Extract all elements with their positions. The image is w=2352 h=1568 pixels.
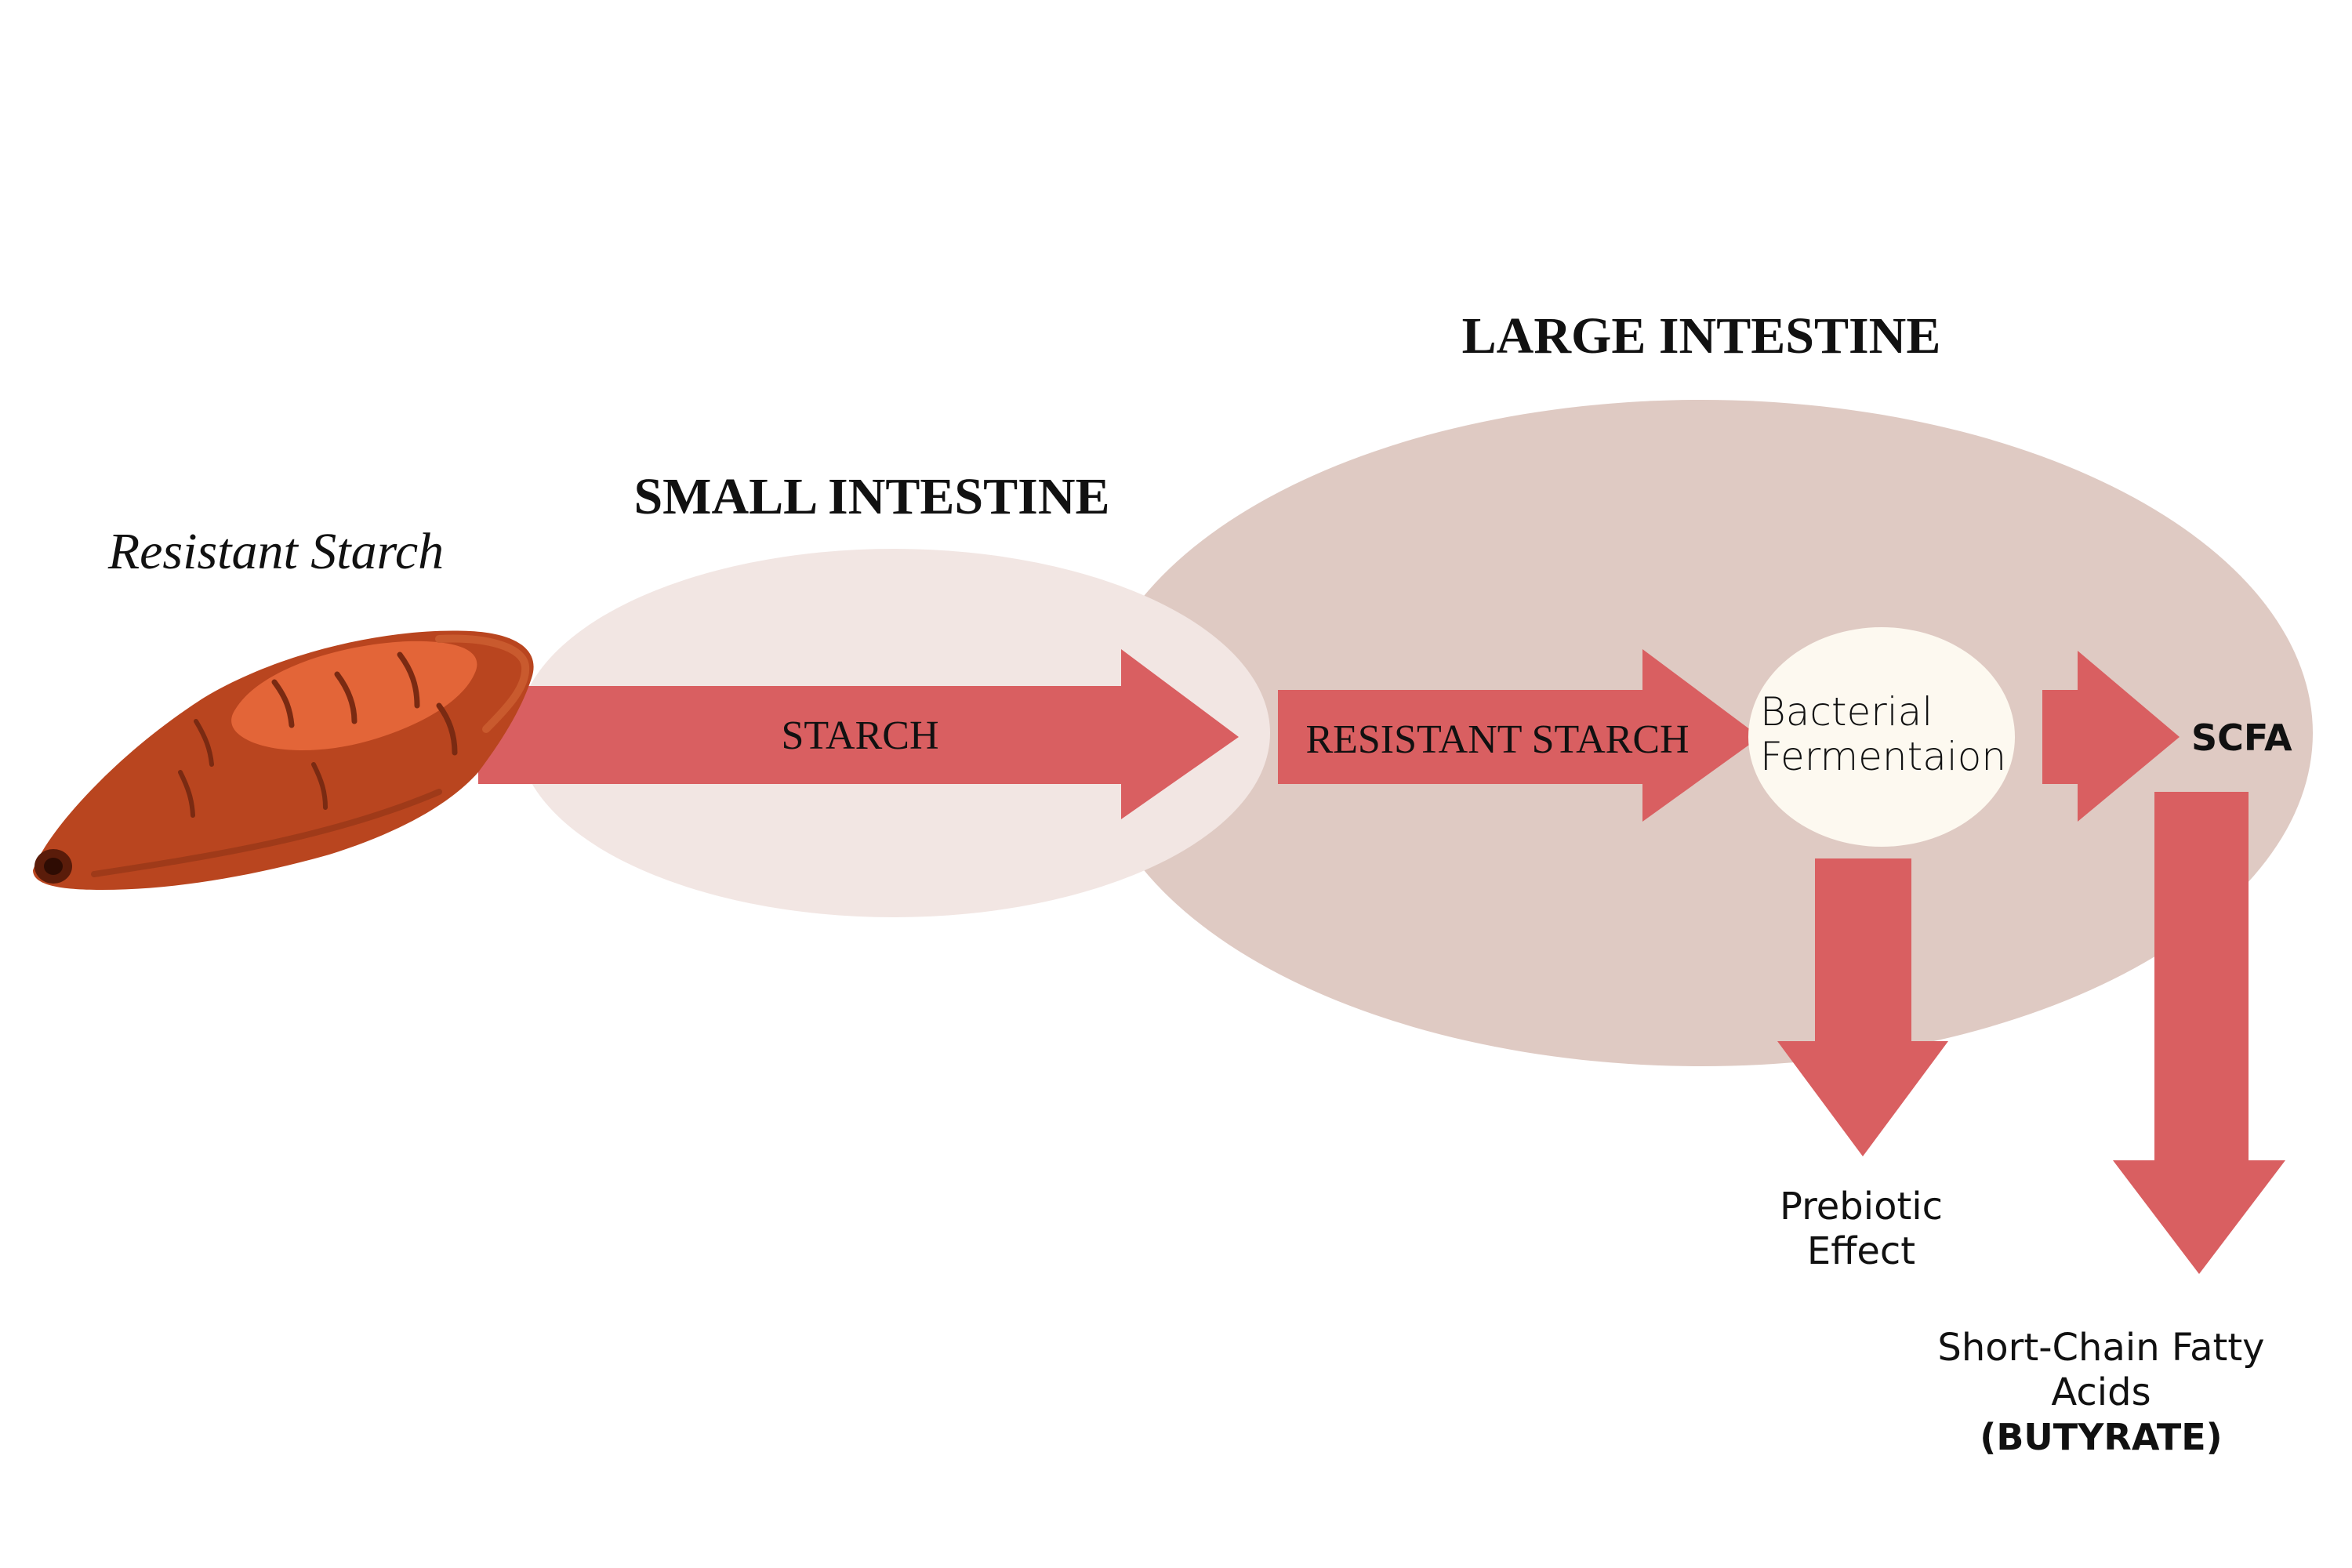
fermentation-node: [1748, 627, 2015, 847]
butyrate-label: (BUTYRATE): [1980, 1416, 2222, 1458]
sweet-potato-icon: [33, 630, 534, 890]
diagram-title: Resistant Starch: [107, 523, 444, 580]
fermentation-label-line2: Fermentaion: [1760, 734, 2006, 779]
short-chain-fatty-acids-arrow: [2113, 792, 2285, 1274]
fermentation-label-line1: Bacterial: [1760, 689, 1933, 735]
large-intestine-label: LARGE INTESTINE: [1462, 307, 1941, 365]
scfa-outcome-line1: Short-Chain Fatty: [1937, 1326, 2264, 1370]
scfa-label: SCFA: [2191, 717, 2292, 759]
prebiotic-label-line1: Prebiotic: [1780, 1185, 1943, 1229]
prebiotic-label-line2: Effect: [1807, 1229, 1915, 1273]
scfa-arrow: [2042, 651, 2180, 822]
small-intestine-label: SMALL INTESTINE: [633, 468, 1109, 525]
starch-arrow: [478, 649, 1239, 819]
scfa-outcome-line2: Acids: [2051, 1370, 2151, 1414]
prebiotic-arrow: [1777, 858, 1948, 1156]
resistant-starch-label: RESISTANT STARCH: [1305, 717, 1689, 762]
starch-label: STARCH: [782, 713, 939, 758]
resistant-starch-arrow: [1278, 649, 1760, 822]
